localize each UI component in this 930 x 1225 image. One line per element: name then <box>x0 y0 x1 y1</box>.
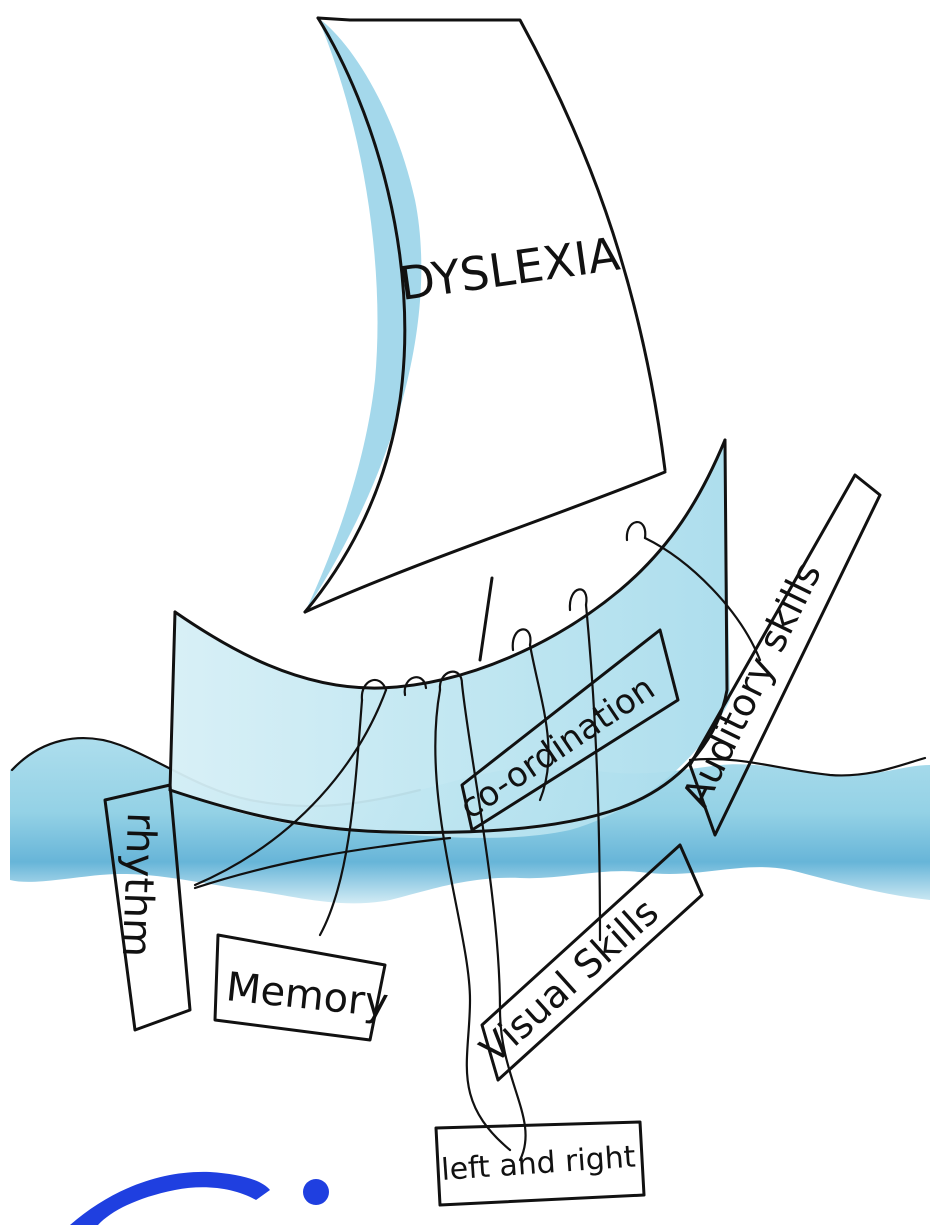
sail: DYSLEXIA <box>305 18 665 612</box>
sail-label: DYSLEXIA <box>396 227 623 311</box>
label-left-right-text: left and right <box>440 1139 637 1188</box>
label-memory-text: Memory <box>224 964 391 1027</box>
label-memory: Memory <box>215 935 391 1040</box>
logo-dot <box>303 1179 329 1205</box>
label-visual-text: Visual Skills <box>472 890 667 1072</box>
boat-hull <box>170 440 730 838</box>
label-left-right: left and right <box>436 1122 644 1205</box>
label-visual: Visual Skills <box>472 845 702 1080</box>
logo-swoosh <box>70 1172 270 1225</box>
mast <box>480 578 492 660</box>
label-rhythm-text: rhythm <box>113 812 164 958</box>
logo-text: Gi <box>0 0 2 1</box>
logo: Gi <box>0 0 329 1225</box>
